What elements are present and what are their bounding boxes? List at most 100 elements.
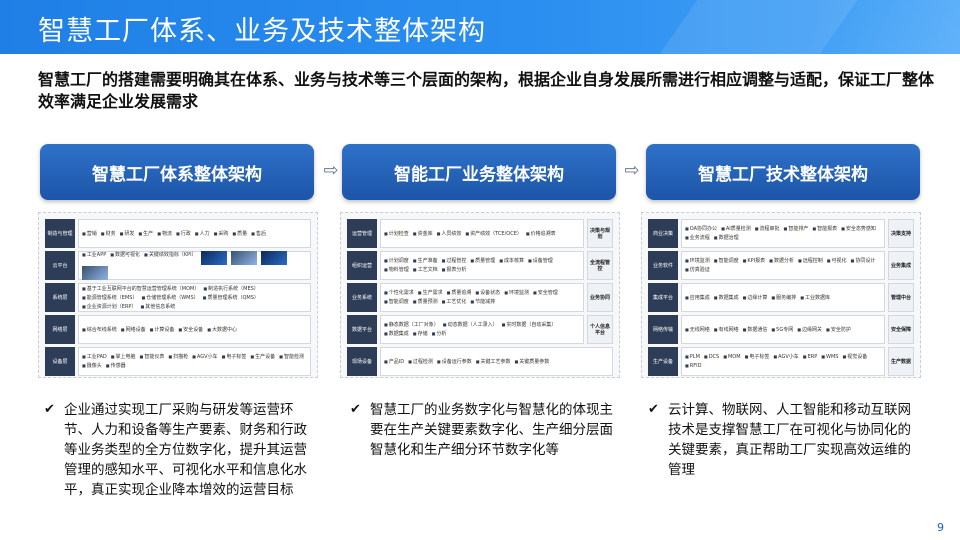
diagram-row: 网络层综合布线系统网络设备计算设备安全设备大数据中心 bbox=[45, 315, 311, 344]
diagram-row-side-label: 管理中台 bbox=[888, 283, 914, 312]
pillar-business-header: 智能工厂业务整体架构 bbox=[342, 144, 616, 200]
diagram-item: 数据分析 bbox=[769, 257, 794, 265]
diagram-item: 安全管理 bbox=[533, 289, 558, 297]
arrow-right-icon: ⇨ bbox=[323, 159, 339, 181]
diagram-item: 仓储管理系统（WMS） bbox=[141, 294, 198, 302]
diagram-item: 静态数据（工厂对象） bbox=[384, 321, 439, 329]
diagram-row-body: 工业APP 数据可视化关键绩效指标（KPI） bbox=[78, 251, 311, 280]
diagram-item: 综合布线系统 bbox=[82, 326, 117, 334]
diagram-item: 生产 bbox=[138, 230, 153, 238]
diagram-row-label: 云平台 bbox=[45, 251, 75, 280]
checkmark-icon: ✔ bbox=[44, 402, 55, 417]
diagram-item: 生产准备 bbox=[413, 257, 438, 265]
diagram-item: 工业数据库 bbox=[800, 294, 830, 302]
diagram-item: 财务 bbox=[101, 230, 116, 238]
diagram-item: 个性化需求 bbox=[384, 289, 414, 297]
diagram-row-label: 设备层 bbox=[45, 347, 75, 376]
arrow-right-icon: ⇨ bbox=[624, 159, 640, 181]
diagram-row: 现场设备产品ID过程检测设备运行参数关键工艺参数关键质量参数 bbox=[347, 347, 613, 376]
bullet-business: ✔ 智慧工厂的业务数字化与智慧化的体现主要在生产关键要素数字化、生产细分层面智慧… bbox=[350, 400, 616, 460]
diagram-item: AI质量检测 bbox=[721, 225, 751, 233]
diagram-item: 计算设备 bbox=[150, 326, 174, 334]
diagram-item: 营销 bbox=[82, 230, 97, 238]
diagram-item: 网络设备 bbox=[121, 326, 146, 334]
diagram-row-body: 静态数据（工厂对象）动态数据（人工录入）实时数据（自动采集）数据集成存储分析 bbox=[380, 315, 584, 344]
diagram-item: 质量预测 bbox=[413, 298, 438, 306]
diagram-row-body: 计划检查资金库人员绩效资产绩效（TCE/OCE）价格追溯表 bbox=[380, 219, 584, 248]
diagram-item: 掌上电脑 bbox=[111, 353, 136, 361]
diagram-item: 过程检测 bbox=[408, 358, 433, 366]
diagram-item: 设备运行参数 bbox=[437, 358, 472, 366]
diagram-row: 云平台工业APP 数据可视化关键绩效指标（KPI） bbox=[45, 251, 311, 280]
diagram-item: 设备状态 bbox=[475, 289, 500, 297]
diagram-item: 工艺文档 bbox=[413, 266, 438, 274]
diagram-item: 智能报表 bbox=[812, 225, 837, 233]
dashboard-thumbnail bbox=[200, 251, 227, 265]
diagram-row-side-label: 安全保障 bbox=[888, 315, 914, 344]
checkmark-icon: ✔ bbox=[648, 402, 659, 417]
diagram-row-label: 网络传输 bbox=[648, 315, 678, 344]
diagram-item: 研发 bbox=[120, 230, 134, 238]
diagram-row-body: 工业PAD掌上电脑智能仪表扫描枪AGV小车电子标签生产设备智能检测摄像头传感器 bbox=[78, 347, 311, 376]
diagram-item: 电子标签 bbox=[745, 353, 769, 361]
bullet-tech: ✔ 云计算、物联网、人工智能和移动互联网技术是支撑智慧工厂在可视化与协同化的关键… bbox=[648, 400, 914, 480]
diagram-item: 存储 bbox=[413, 330, 428, 338]
diagram-row: 制造与管理营销财务研发生产物流行政人力采购质量售后 bbox=[45, 219, 311, 248]
bullet-tech-text: 云计算、物联网、人工智能和移动互联网技术是支撑智慧工厂在可视化与协同化的关键要素… bbox=[668, 402, 911, 478]
diagram-row: 业务软件环境监测智能调度KPI报表数据分析远程控制可视化协同设计仿真验证业务集成 bbox=[648, 251, 914, 280]
diagram-row-side-label: 全流程管控 bbox=[587, 251, 613, 280]
diagram-item: 工业APP bbox=[82, 251, 106, 265]
diagram-item: 智能排产 bbox=[784, 225, 808, 233]
diagram-item: 智能调度 bbox=[384, 298, 409, 306]
diagram-item: 业务流程 bbox=[685, 234, 710, 242]
diagram-row-side-label: 决策支持 bbox=[888, 219, 914, 248]
diagram-item: 摄像头 bbox=[82, 362, 102, 370]
diagram-item: 关键质量参数 bbox=[515, 358, 549, 366]
diagram-item: 5G专网 bbox=[771, 326, 793, 334]
diagram-item: AGV小车 bbox=[192, 353, 218, 361]
diagram-row-body: 基于工业互联网平台的智慧运营管理系统（MOM）制造执行系统（MES）能源管理系统… bbox=[78, 283, 311, 312]
diagram-item: 边缘计算 bbox=[743, 294, 767, 302]
diagram-item: 关键绩效指标（KPI） bbox=[144, 251, 197, 265]
diagram-row-side-label: 业务集成 bbox=[888, 251, 914, 280]
diagram-item: 物料管理 bbox=[384, 266, 409, 274]
diagram-item: 报表分析 bbox=[442, 266, 466, 274]
dashboard-thumbnail bbox=[82, 266, 108, 280]
business-architecture-diagram: 运营管理计划检查资金库人员绩效资产绩效（TCE/OCE）价格追溯表决策与规划组织… bbox=[340, 212, 620, 378]
diagram-row-label: 现场设备 bbox=[347, 347, 377, 376]
system-architecture-diagram: 制造与管理营销财务研发生产物流行政人力采购质量售后云平台工业APP 数据可视化关键… bbox=[38, 212, 318, 378]
diagram-row-label: 组织运营 bbox=[347, 251, 377, 280]
diagram-row-label: 集成平台 bbox=[648, 283, 678, 312]
diagram-item: 数据可视化 bbox=[110, 251, 140, 265]
diagram-item: 流程审批 bbox=[755, 225, 780, 233]
diagram-row-body: 无线网络有线网络数据通信5G专网边缘网关安全防护 bbox=[681, 315, 885, 344]
diagram-row: 设备层工业PAD掌上电脑智能仪表扫描枪AGV小车电子标签生产设备智能检测摄像头传… bbox=[45, 347, 311, 376]
diagram-item: 质量管理 bbox=[470, 257, 495, 265]
diagram-item: 资产绩效（TCE/OCE） bbox=[465, 230, 522, 238]
diagram-row: 网络传输无线网络有线网络数据通信5G专网边缘网关安全防护安全保障 bbox=[648, 315, 914, 344]
diagram-item: 价格追溯表 bbox=[526, 230, 556, 238]
diagram-item: 其他信息系统 bbox=[140, 303, 175, 311]
bullet-system-text: 企业通过实现工厂采购与研发等运营环节、人力和设备等生产要素、财务和行政等业务类型… bbox=[64, 402, 307, 498]
diagram-item: 生产需求 bbox=[418, 289, 443, 297]
diagram-row-side-label: 业务协同 bbox=[587, 283, 613, 312]
diagram-row-label: 生产设备 bbox=[648, 347, 678, 376]
diagram-item: 实时数据（自动采集） bbox=[502, 321, 556, 329]
diagram-item: RFID bbox=[685, 362, 702, 370]
diagram-item: 人员绩效 bbox=[437, 230, 461, 238]
diagram-item: 仿真验证 bbox=[685, 266, 710, 274]
diagram-item: 质量追溯 bbox=[447, 289, 471, 297]
diagram-item: 售后 bbox=[251, 230, 266, 238]
diagram-item: 电子标签 bbox=[222, 353, 246, 361]
diagram-item: ERP bbox=[803, 353, 818, 361]
dashboard-thumbnail bbox=[260, 251, 287, 265]
diagram-row: 商业决策OA协同办公AI质量检测流程审批智能排产智能报表安全态势感知业务流程数据… bbox=[648, 219, 914, 248]
diagram-item: 远程控制 bbox=[798, 257, 823, 265]
diagram-item: 应用集成 bbox=[685, 294, 710, 302]
page-title: 智慧工厂体系、业务及技术整体架构 bbox=[38, 16, 486, 47]
diagram-row-label: 业务系统 bbox=[347, 283, 377, 312]
diagram-item: 视觉设备 bbox=[842, 353, 867, 361]
diagram-row-body: 综合布线系统网络设备计算设备安全设备大数据中心 bbox=[78, 315, 311, 344]
diagram-row-body: 个性化需求生产需求质量追溯设备状态环境监测安全管理智能调度质量预测工艺优化节能减… bbox=[380, 283, 584, 312]
